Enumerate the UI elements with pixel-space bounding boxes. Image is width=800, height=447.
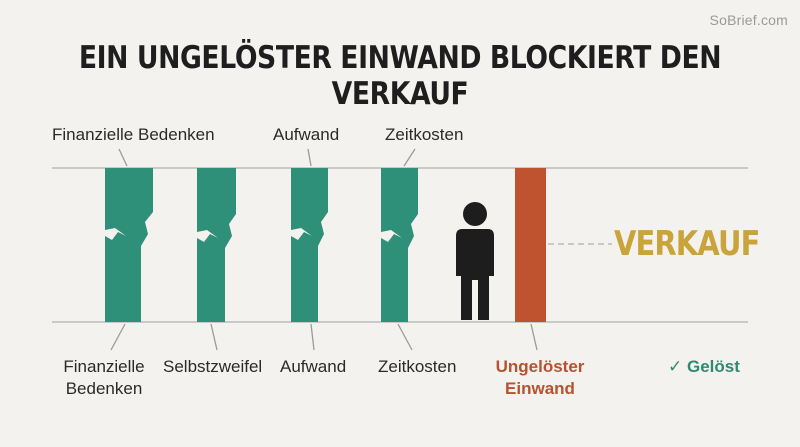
top-label-effort: Aufwand	[273, 125, 340, 144]
bottom-label-financial-line2: Bedenken	[65, 379, 143, 398]
unresolved-barrier	[515, 168, 546, 322]
bottom-label-self-doubt: Selbstzweifel	[163, 357, 263, 376]
bottom-label-unresolved-line1: Ungelöster	[495, 357, 585, 376]
legend-resolved-label: Gelöst	[686, 357, 740, 376]
leader-top-effort	[307, 148, 312, 167]
check-icon: ✓	[668, 357, 683, 376]
leader-bottom-unresolved	[530, 323, 538, 351]
leader-bottom-financial	[110, 323, 126, 351]
broken-barrier-self-doubt	[197, 168, 236, 322]
leader-bottom-selfdoubt	[210, 323, 218, 351]
bottom-label-unresolved-line2: Einwand	[505, 379, 575, 398]
broken-barrier-financial	[105, 168, 153, 322]
bottom-label-time: Zeitkosten	[378, 357, 457, 376]
bottom-label-unresolved: Ungelöster Einwand	[496, 356, 585, 400]
bottom-label-effort: Aufwand	[280, 357, 347, 376]
broken-barrier-effort	[291, 168, 328, 322]
leader-top-time	[403, 148, 416, 167]
leader-top-financial	[118, 148, 128, 167]
brand-watermark: SoBrief.com	[709, 12, 788, 28]
leader-bottom-effort	[310, 323, 315, 351]
bottom-label-financial-line1: Finanzielle	[63, 357, 145, 376]
goal-label: VERKAUF	[614, 224, 760, 264]
top-label-financial: Finanzielle Bedenken	[52, 125, 215, 144]
bottom-label-financial: Finanzielle Bedenken	[63, 356, 144, 400]
leader-bottom-time	[397, 323, 413, 351]
page-title: EIN UNGELÖSTER EINWAND BLOCKIERT DEN VER…	[78, 40, 722, 112]
legend-resolved: ✓ Gelöst	[668, 356, 740, 378]
broken-barrier-time	[381, 168, 418, 322]
person-icon	[456, 202, 494, 320]
top-label-time: Zeitkosten	[385, 125, 464, 144]
